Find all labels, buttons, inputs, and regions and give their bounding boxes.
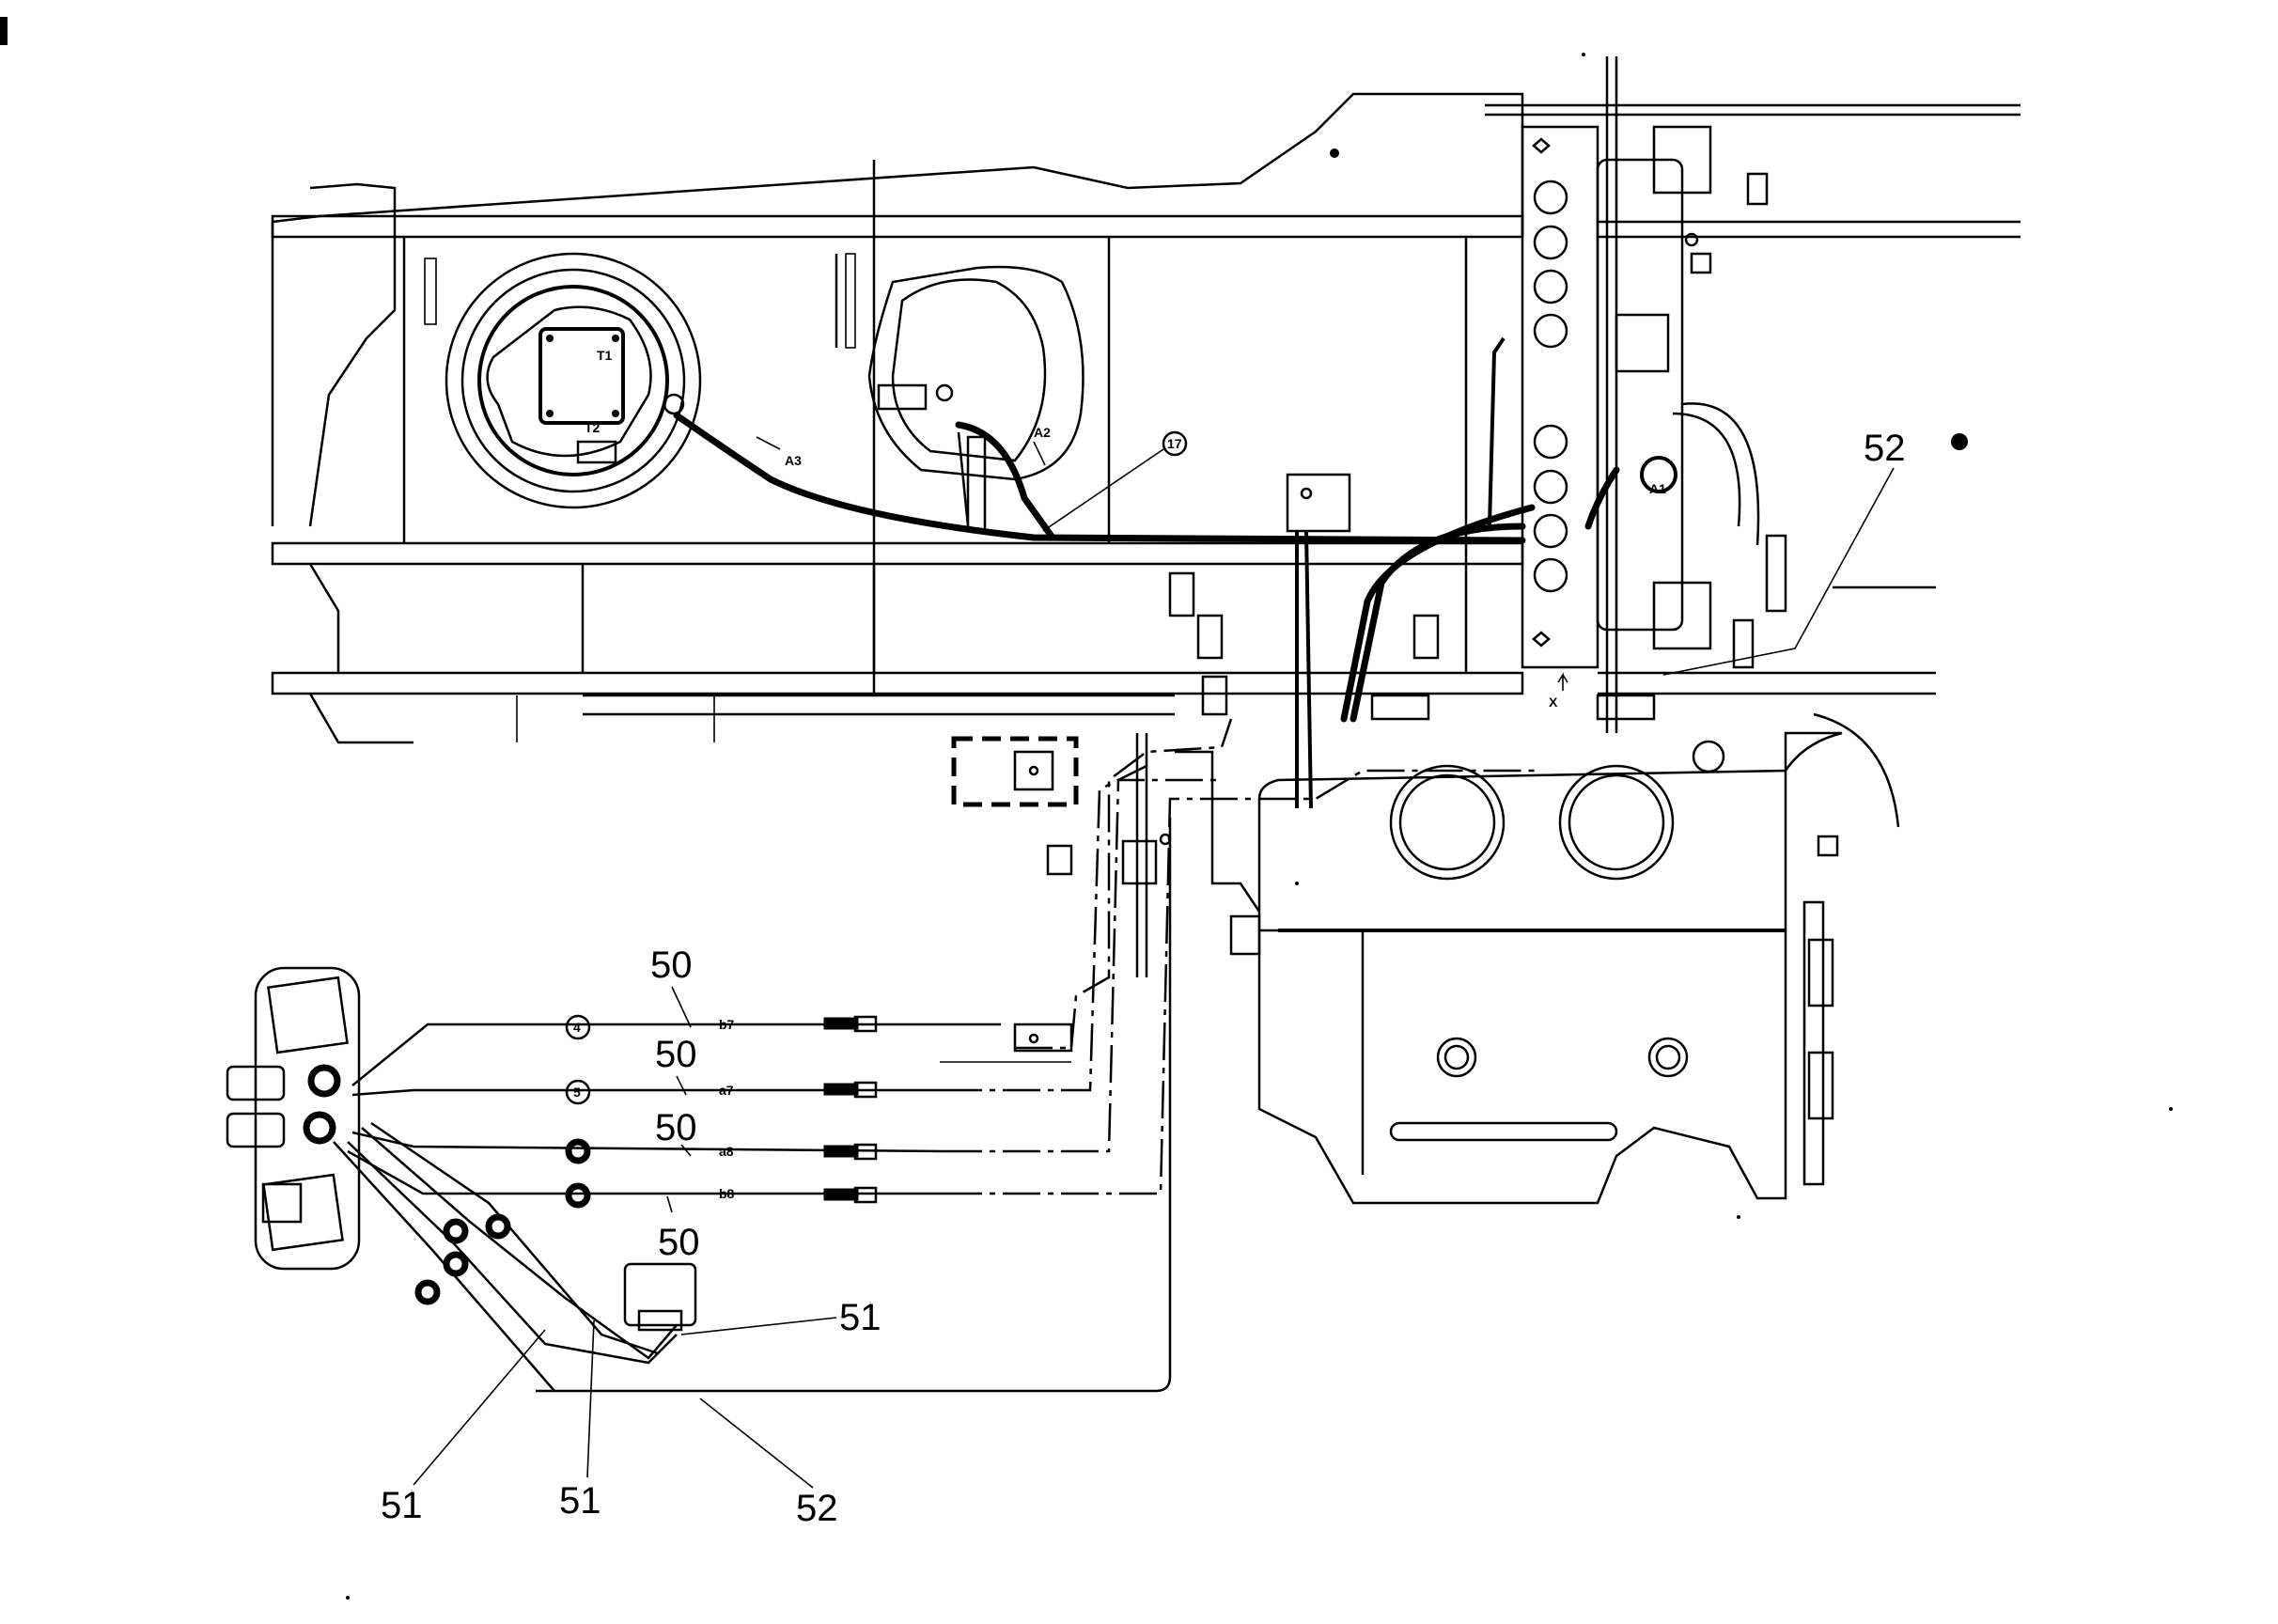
- callout-52-a: 52: [796, 1488, 838, 1529]
- callout-51-a: 51: [839, 1297, 882, 1338]
- tank-left: T1 T2 A3: [445, 252, 802, 509]
- harness-heavy: [673, 336, 1620, 809]
- label-b8: b8: [719, 1186, 735, 1201]
- label-t1: T1: [597, 348, 613, 363]
- sender-unit-t1: [538, 327, 625, 425]
- tank-middle: A2 17: [867, 265, 1188, 533]
- callout-50-d: 50: [658, 1222, 700, 1263]
- lower-structure: [951, 473, 1900, 1205]
- lower-piping: [536, 718, 1541, 1393]
- callout-51-c: 51: [559, 1480, 601, 1522]
- label-a1: A1: [1649, 481, 1666, 496]
- callout-50-b: 50: [655, 1034, 697, 1075]
- callout-50-a: 50: [650, 945, 693, 986]
- left-manifold: 4 5 b7 a7 a8 b8: [226, 966, 1001, 1392]
- item-marker-right: [1951, 433, 1968, 450]
- item-4-number: 4: [573, 1020, 581, 1035]
- label-a2: A2: [1034, 425, 1051, 440]
- callout-50-c: 50: [655, 1107, 697, 1148]
- corner-mark: [0, 17, 8, 45]
- label-a3: A3: [785, 453, 802, 468]
- main-frame: [271, 92, 2021, 744]
- label-t2: T2: [585, 420, 601, 435]
- item-17-number: 17: [1167, 436, 1182, 451]
- item-5-number: 5: [573, 1085, 581, 1100]
- callout-51-b: 51: [381, 1485, 423, 1526]
- label-a7: a7: [719, 1083, 734, 1098]
- label-a8: a8: [719, 1144, 734, 1159]
- valve-block: A1 X: [1330, 56, 1968, 733]
- item-17-marker: [1162, 430, 1188, 457]
- callout-52-b: 52: [1864, 428, 1906, 469]
- callouts: 50 50 50 50 51 51 51 52 52: [381, 428, 1906, 1529]
- label-x: X: [1549, 695, 1558, 710]
- label-b7: b7: [719, 1017, 735, 1032]
